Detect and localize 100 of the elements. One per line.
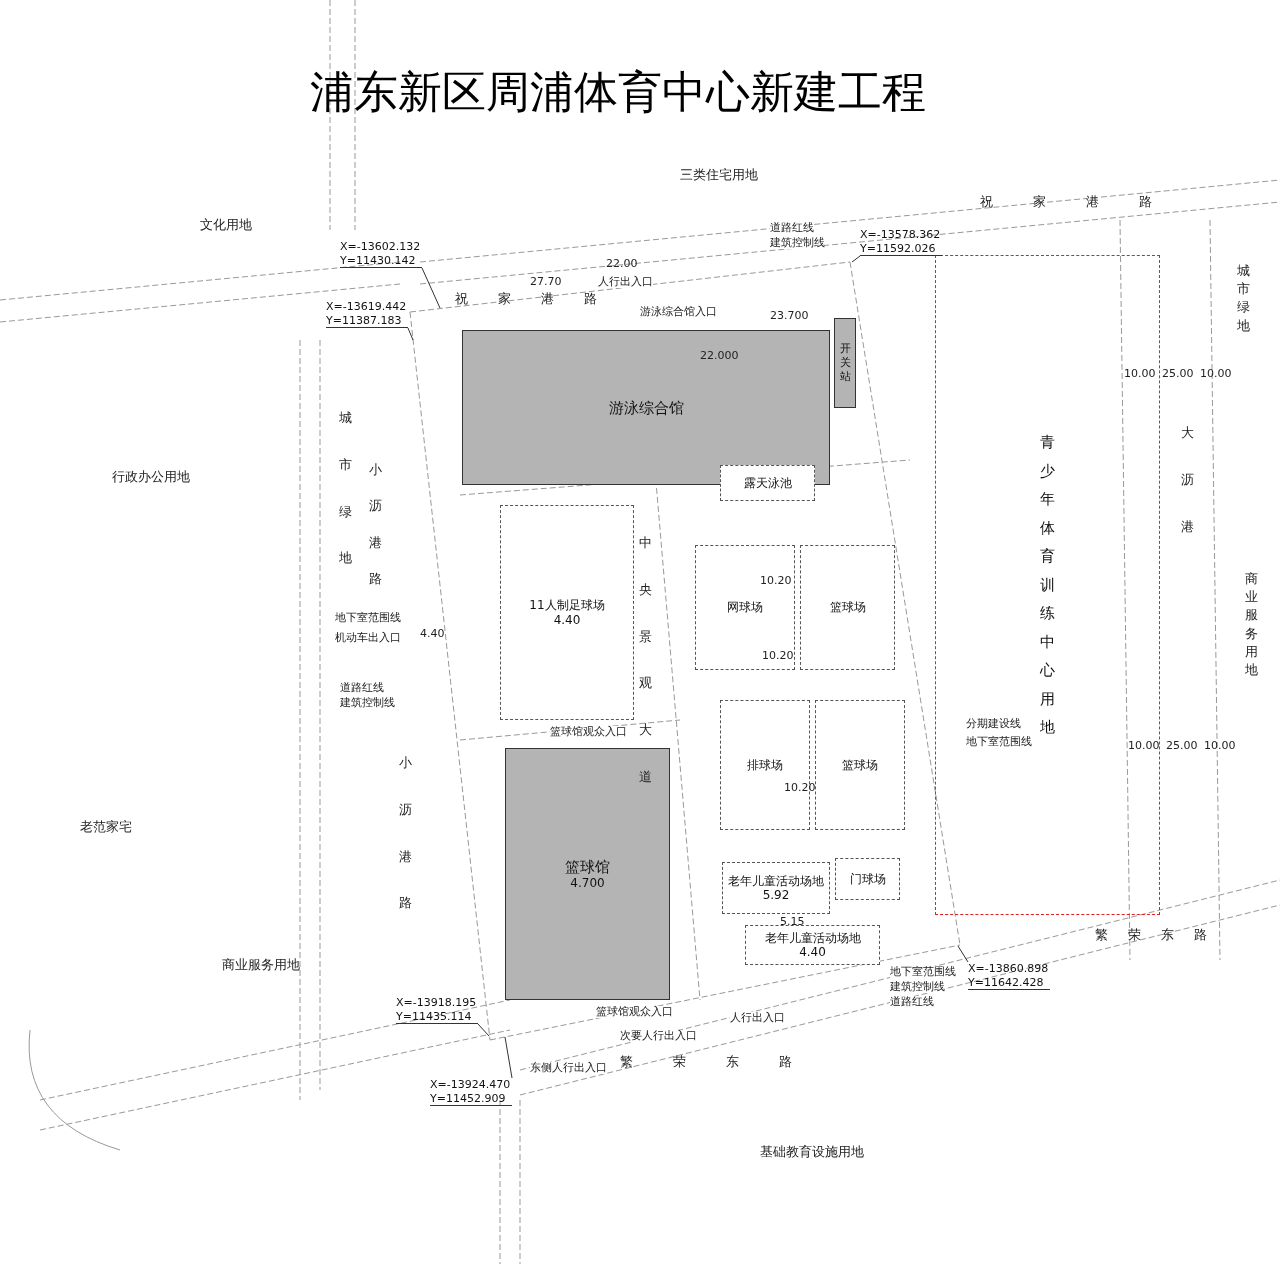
coordinate-text: Y=11592.026	[860, 241, 936, 255]
line-type-label: 道路红线	[340, 682, 384, 695]
elevation-text: 4.40	[553, 612, 581, 627]
area-name: 青少年体育训练中心用地	[1039, 432, 1056, 739]
road-name: 祝家港路	[980, 195, 1192, 210]
line-type-label: 分期建设线	[966, 718, 1021, 731]
sports-court	[835, 858, 900, 900]
area-name: 游泳综合馆	[608, 398, 684, 417]
area-name: 排球场	[747, 757, 783, 773]
coordinate-note	[430, 1078, 512, 1106]
coordinate-text: X=-13602.132	[340, 240, 421, 254]
elevation-text: 10.20	[784, 782, 816, 795]
dimension-text: 10.00	[1200, 368, 1232, 381]
elevation-text: 10.20	[762, 650, 794, 663]
sports-court	[745, 925, 880, 965]
area-name: 开关站	[838, 341, 852, 385]
coordinate-text: Y=11387.183	[326, 313, 402, 327]
area-name: 露天泳池	[743, 475, 792, 491]
land-use-label: 基础教育设施用地	[760, 1145, 864, 1160]
entrance-label: 人行出入口	[598, 276, 653, 289]
dimension-text: 10.00	[1204, 740, 1236, 753]
building-block	[834, 318, 856, 408]
area-name: 网球场	[727, 600, 763, 615]
coordinate-note	[968, 962, 1050, 990]
leader-line	[851, 255, 861, 263]
leader-line	[407, 327, 414, 341]
river-name: 大沥港	[1180, 424, 1195, 536]
elevation-text: 5.92	[762, 888, 790, 903]
line-type-label: 建筑控制线	[890, 981, 945, 994]
elevation-text: 10.20	[760, 575, 792, 588]
road-name: 小沥港路	[398, 754, 413, 913]
dimension-text: 10.00	[1128, 740, 1160, 753]
area-name: 篮球馆	[565, 857, 610, 876]
road-name: 繁荣东路	[620, 1055, 832, 1070]
sports-court	[720, 465, 815, 501]
dimension-text: 23.700	[770, 310, 809, 323]
building-block	[505, 748, 670, 1000]
coordinate-note	[860, 228, 942, 256]
elevation-text: 4.40	[799, 945, 826, 960]
line-type-label: 道路红线	[770, 222, 814, 235]
entrance-label: 东侧人行出入口	[530, 1062, 607, 1075]
diagram-title: 浦东新区周浦体育中心新建工程	[310, 68, 926, 117]
dimension-text: 25.00	[1166, 740, 1198, 753]
land-use-label: 城市绿地	[338, 409, 353, 568]
dimension-text: 22.00	[606, 258, 638, 271]
elevation-text: 4.40	[420, 628, 445, 641]
dimension-text: 10.00	[1124, 368, 1156, 381]
coordinate-text: Y=11452.909	[430, 1091, 506, 1105]
coordinate-note	[340, 240, 422, 268]
coordinate-note	[326, 300, 408, 328]
sports-court	[722, 862, 830, 914]
coordinate-text: X=-13918.195	[396, 996, 477, 1010]
elevation-text: 4.700	[570, 875, 605, 891]
coordinate-text: Y=11642.428	[968, 975, 1044, 989]
coordinate-text: X=-13619.442	[326, 300, 407, 314]
entrance-label: 人行出入口	[730, 1012, 785, 1025]
entrance-label: 游泳综合馆入口	[640, 306, 717, 319]
coordinate-text: X=-13924.470	[430, 1078, 511, 1092]
area-name: 篮球场	[842, 757, 878, 773]
coordinate-text: X=-13578.362	[860, 228, 941, 242]
elevation-text: 5.15	[780, 916, 805, 929]
area-name: 篮球场	[829, 600, 866, 615]
land-use-label: 三类住宅用地	[680, 168, 758, 183]
dimension-text: 25.00	[1162, 368, 1194, 381]
leader-line	[957, 945, 969, 963]
coordinate-note	[396, 996, 478, 1024]
land-use-label: 商业服务用地	[222, 958, 300, 973]
line-type-label: 建筑控制线	[770, 237, 825, 250]
line-type-label: 地下室范围线	[966, 736, 1032, 749]
sports-court	[815, 700, 905, 830]
road-name: 繁荣东路	[1095, 928, 1227, 943]
line-type-label: 地下室范围线	[890, 966, 956, 979]
sports-court	[695, 545, 795, 670]
coordinate-text: Y=11430.142	[340, 253, 416, 267]
land-use-label: 商业服务用地	[1244, 570, 1259, 679]
line-type-label: 建筑控制线	[340, 697, 395, 710]
sports-court	[800, 545, 895, 670]
line-type-label: 地下室范围线	[335, 612, 401, 625]
leader-line	[477, 1023, 490, 1037]
land-use-label: 文化用地	[200, 218, 252, 233]
land-use-label: 行政办公用地	[112, 470, 190, 485]
entrance-label: 篮球馆观众入口	[550, 726, 627, 739]
dimension-text: 27.70	[530, 276, 562, 289]
leader-line	[421, 267, 441, 309]
area-name: 门球场	[849, 871, 886, 887]
road-name: 祝家港路	[455, 292, 627, 307]
land-use-label: 城市绿地	[1236, 262, 1251, 335]
sports-court	[500, 505, 634, 720]
path-name: 中央景观大道	[638, 534, 653, 786]
coordinate-text: X=-13860.898	[968, 962, 1049, 976]
entrance-label: 次要人行出入口	[620, 1030, 697, 1043]
land-use-label: 老范家宅	[80, 820, 132, 835]
entrance-label: 机动车出入口	[335, 632, 401, 645]
area-name: 老年儿童活动场地	[728, 873, 824, 888]
leader-line	[504, 1036, 513, 1079]
dimension-text: 22.000	[700, 350, 739, 363]
coordinate-text: Y=11435.114	[396, 1009, 472, 1023]
road-name: 小沥港路	[368, 461, 383, 589]
area-name: 老年儿童活动场地	[764, 930, 861, 945]
line-type-label: 道路红线	[890, 996, 934, 1009]
